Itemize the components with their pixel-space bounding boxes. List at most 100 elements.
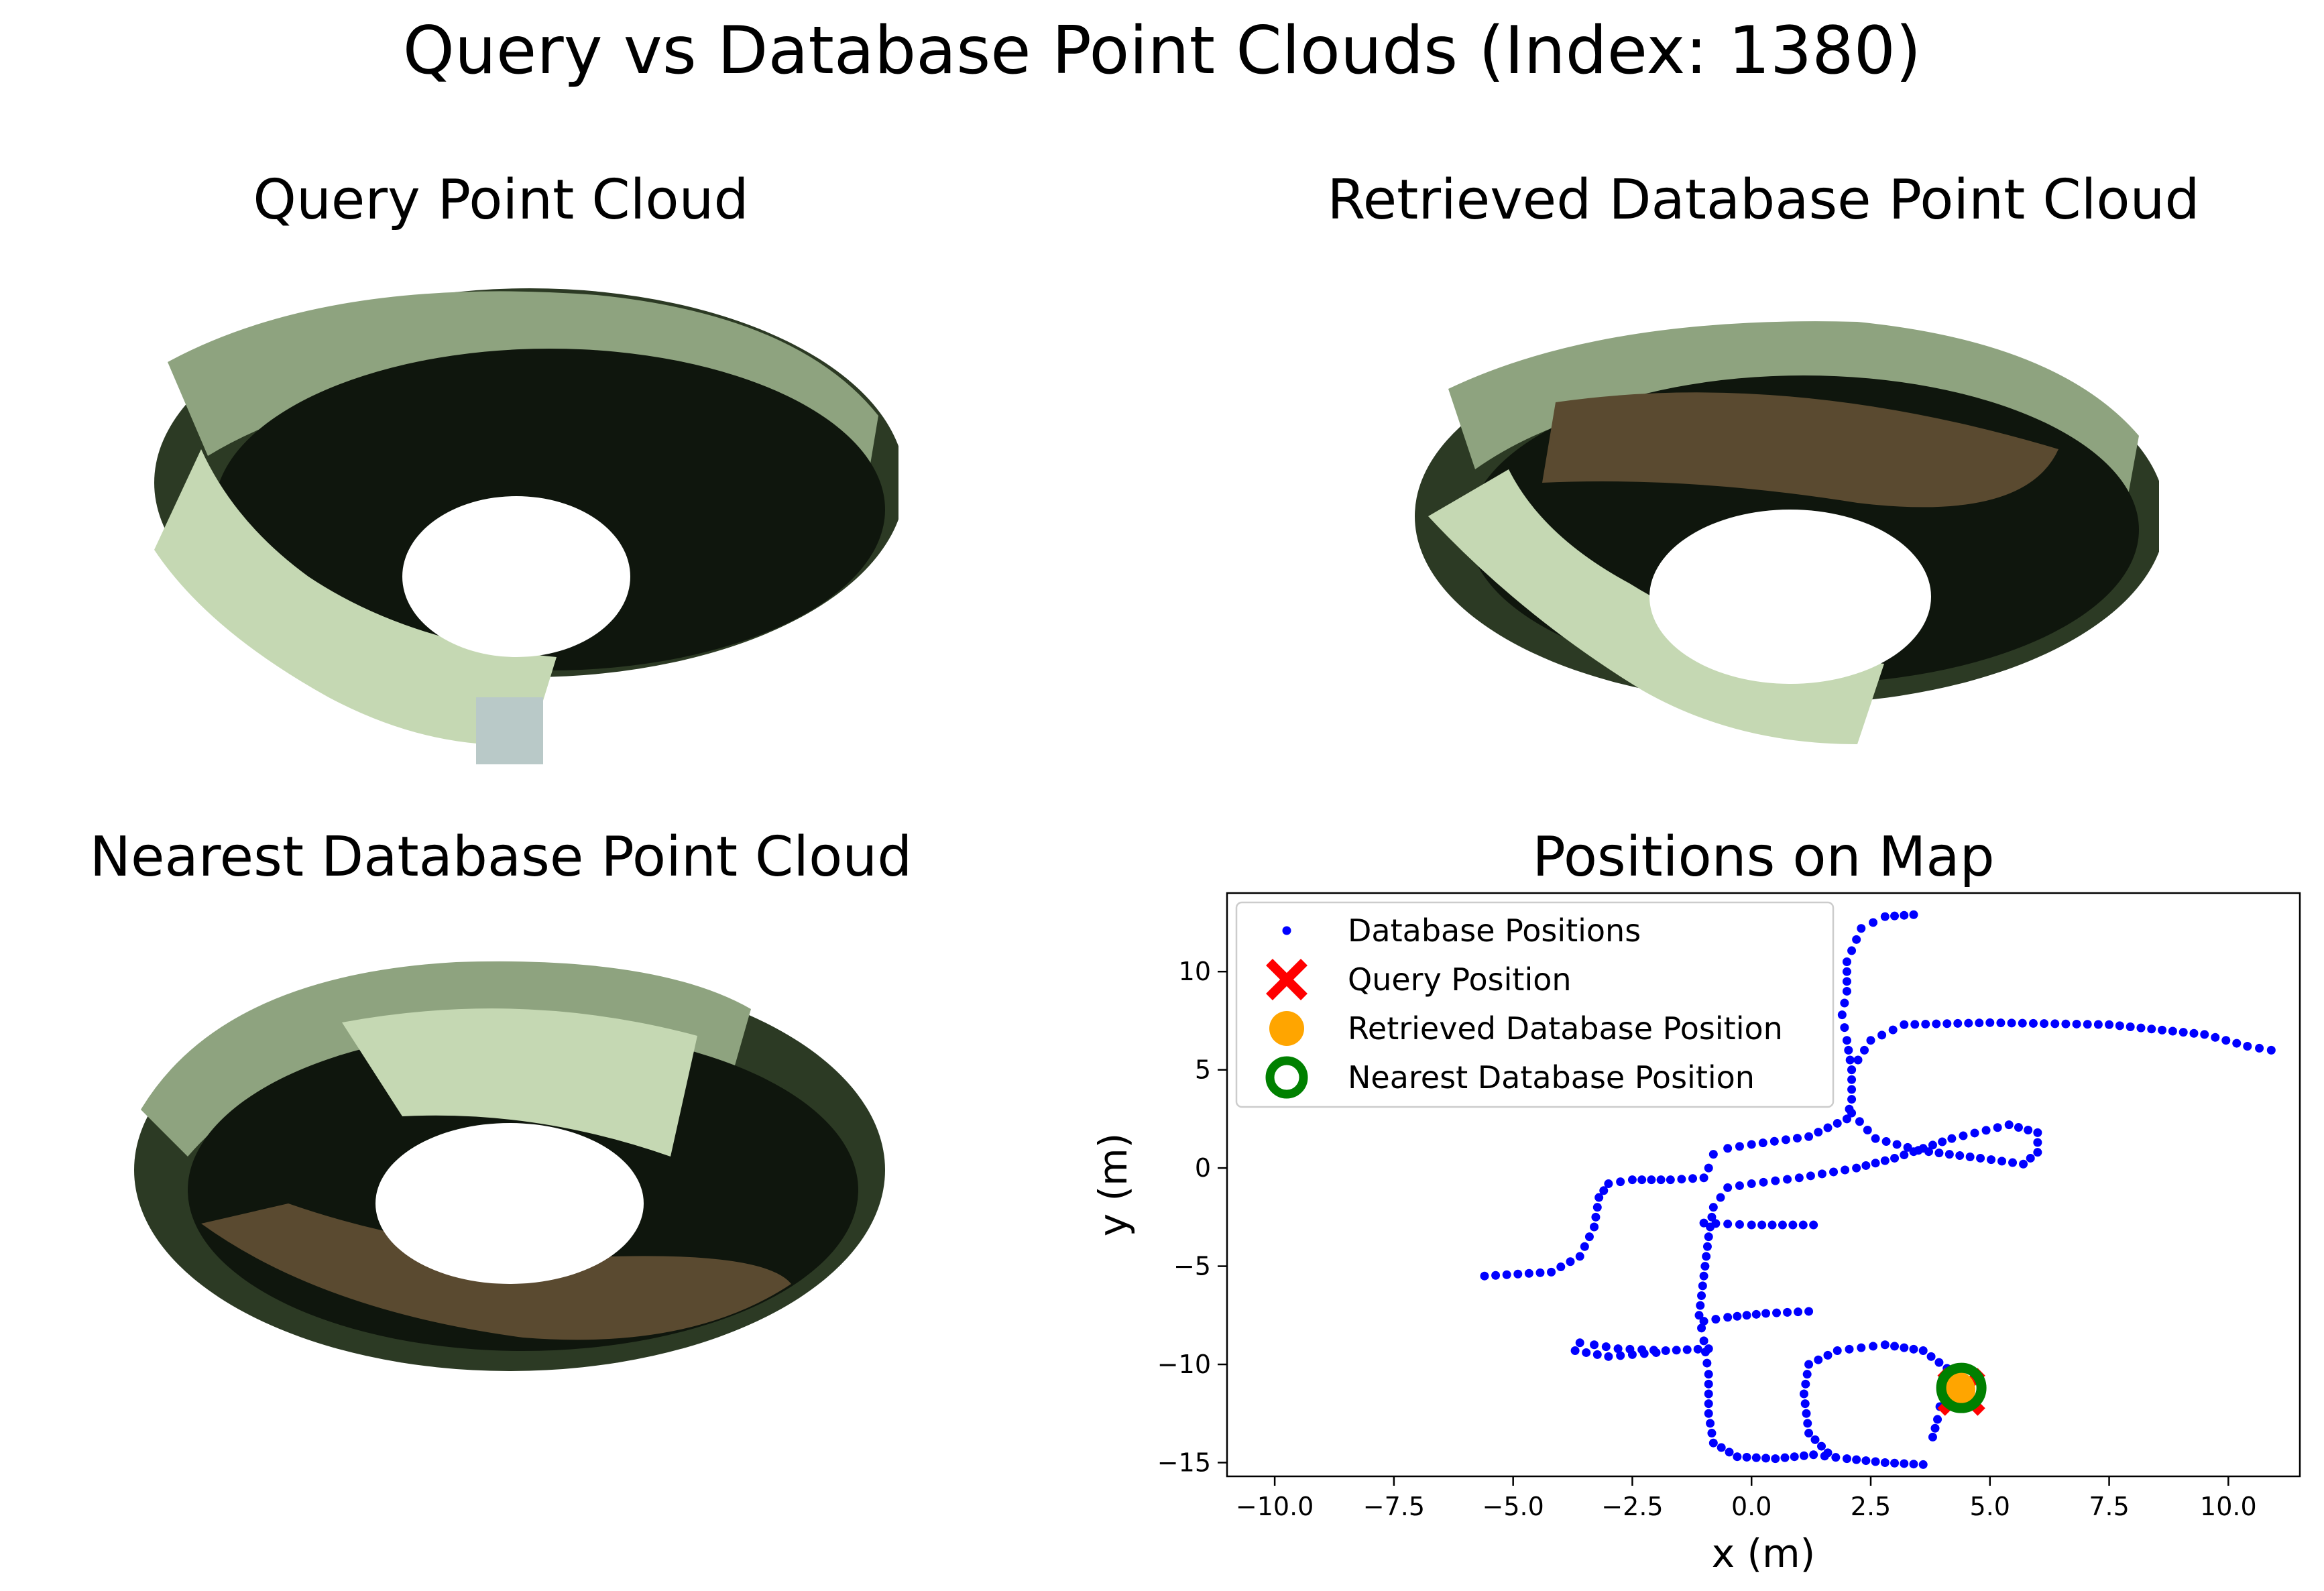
database-point [1842,967,1851,976]
database-point [1735,1181,1744,1190]
database-point [1817,1169,1826,1179]
database-point [1591,1212,1601,1222]
database-point [1802,1370,1812,1379]
database-point [1677,1175,1686,1184]
database-point [1890,1153,1900,1163]
database-point [2007,1018,2016,1028]
database-point [1759,1177,1768,1187]
database-point [2083,1020,2092,1029]
database-point [1975,1018,1984,1028]
database-point [1847,1085,1857,1094]
database-point [1697,1291,1706,1301]
database-point [1566,1257,1575,1266]
database-point [1833,1118,1842,1128]
database-point [1604,1352,1613,1361]
database-point [1699,1336,1708,1346]
y-tick-label: 0 [1195,1153,1211,1183]
database-point [1942,1019,1952,1028]
database-point [1783,1307,1792,1317]
database-point [1735,1142,1744,1151]
legend-label: Retrieved Database Position [1348,1010,1783,1047]
database-point [1993,1123,2002,1132]
database-point [2028,1018,2038,1028]
database-point [1616,1351,1625,1360]
database-point [1880,1156,1890,1165]
database-point [1861,1456,1871,1466]
database-point [1933,1415,1942,1424]
database-point [2093,1020,2103,1029]
database-point [1861,1161,1871,1170]
database-point [1547,1267,1556,1277]
database-point [1723,1183,1733,1192]
database-point [1953,1018,1963,1028]
database-point [1890,1342,1900,1351]
x-tick-label: −2.5 [1601,1492,1663,1521]
database-point [1767,1220,1777,1230]
database-point [1944,1150,1954,1159]
database-point [1627,1175,1637,1185]
x-tick-label: 0.0 [1731,1492,1771,1521]
database-point [1711,1219,1721,1228]
database-point [2211,1033,2220,1042]
database-point [1976,1153,1985,1163]
database-point [1869,1342,1878,1351]
y-tick-label: −10 [1157,1350,1211,1379]
database-point [1627,1350,1637,1359]
database-point [1613,1344,1623,1354]
database-point [1682,1345,1692,1354]
database-point [1661,1346,1670,1356]
database-point [2061,1019,2071,1028]
database-point [2255,1043,2264,1053]
database-point [1584,1232,1594,1242]
nearest-cloud-wall [141,961,751,1157]
database-point [1594,1193,1604,1202]
database-point [1704,1379,1713,1389]
database-point [2200,1030,2209,1039]
database-point [1926,1352,1936,1361]
database-point [2126,1022,2135,1032]
database-point [1806,1171,1815,1181]
database-point [1831,1453,1841,1462]
database-point [2004,1120,2014,1130]
database-point [1970,1128,1979,1138]
query-cloud-chair [476,697,543,764]
database-point [1847,1075,1857,1084]
database-point [1723,1144,1733,1153]
database-point [1837,1010,1847,1020]
database-point [1842,1036,1851,1045]
database-point [1900,910,1909,920]
database-point [1853,1055,1863,1065]
legend-box [1235,901,1835,1108]
database-point [1647,1175,1656,1185]
database-point [2115,1021,2124,1030]
database-point [1778,1220,1787,1230]
database-point [1981,1126,1991,1135]
database-point [2033,1148,2042,1157]
figure-title: Query vs Database Point Clouds (Index: 1… [402,13,1922,89]
database-point [1757,1220,1767,1230]
database-point [1997,1157,2007,1166]
database-point [1880,912,1890,921]
database-point [2243,1041,2252,1051]
database-point [1704,1399,1713,1409]
database-point [1700,1262,1710,1271]
legend-label: Database Positions [1348,912,1641,949]
x-axis-label: x (m) [1712,1531,1816,1576]
database-point [1934,1148,1944,1158]
database-point [1964,1018,1973,1028]
database-point [1524,1269,1533,1278]
database-point [1694,1311,1704,1320]
database-point [1840,998,1849,1008]
database-point [1783,1175,1792,1184]
database-point [1708,1150,1718,1159]
legend-retrieved-marker [1269,1011,1304,1046]
nearest-cloud-shape [134,961,885,1371]
database-point [1513,1269,1523,1279]
database-point [1751,1309,1761,1319]
y-tick-label: −15 [1157,1448,1211,1477]
database-point [2024,1125,2033,1134]
database-point [1880,1340,1890,1350]
database-point [1918,1144,1928,1153]
